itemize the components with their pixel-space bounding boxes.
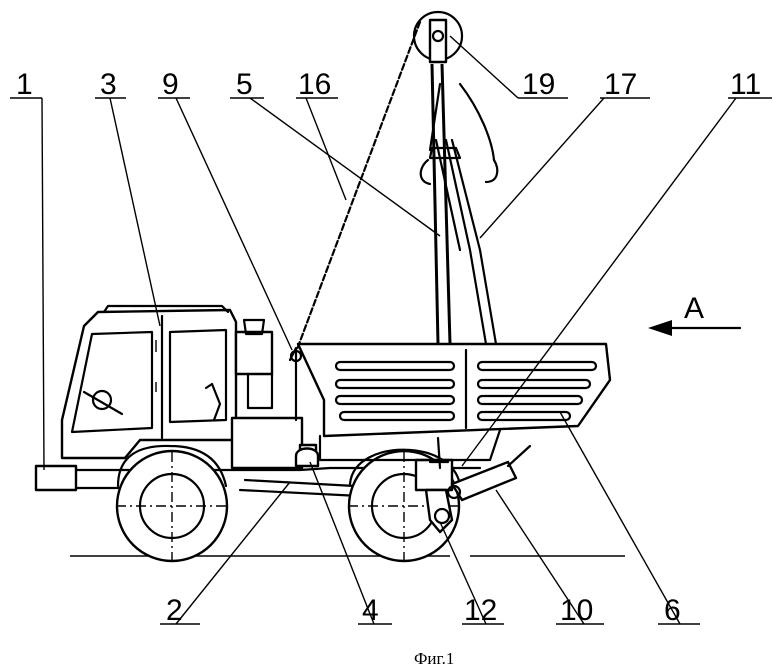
hydraulic-cylinder xyxy=(446,444,532,502)
figure-caption: Фиг.1 xyxy=(414,649,454,668)
label-12: 12 xyxy=(464,594,497,627)
label-9: 9 xyxy=(162,68,179,101)
view-arrow-a xyxy=(648,320,742,336)
label-4: 4 xyxy=(362,594,379,627)
label-17: 17 xyxy=(604,68,637,101)
label-6: 6 xyxy=(664,594,681,627)
label-19: 19 xyxy=(522,68,555,101)
dump-body xyxy=(296,342,612,462)
label-16: 16 xyxy=(298,68,331,101)
mast xyxy=(428,63,498,346)
support-bracket xyxy=(294,447,320,468)
front-wheel xyxy=(115,444,229,565)
leader-lines xyxy=(10,35,772,625)
label-3: 3 xyxy=(100,68,117,101)
label-10: 10 xyxy=(560,594,593,627)
label-5: 5 xyxy=(236,68,253,101)
label-1: 1 xyxy=(16,68,33,101)
cab xyxy=(60,304,238,460)
hoist-cable xyxy=(289,20,422,363)
label-2: 2 xyxy=(166,594,183,627)
engine-block xyxy=(230,318,318,470)
label-a: A xyxy=(684,292,704,325)
pulley-block xyxy=(412,10,499,186)
label-11: 11 xyxy=(730,68,761,101)
